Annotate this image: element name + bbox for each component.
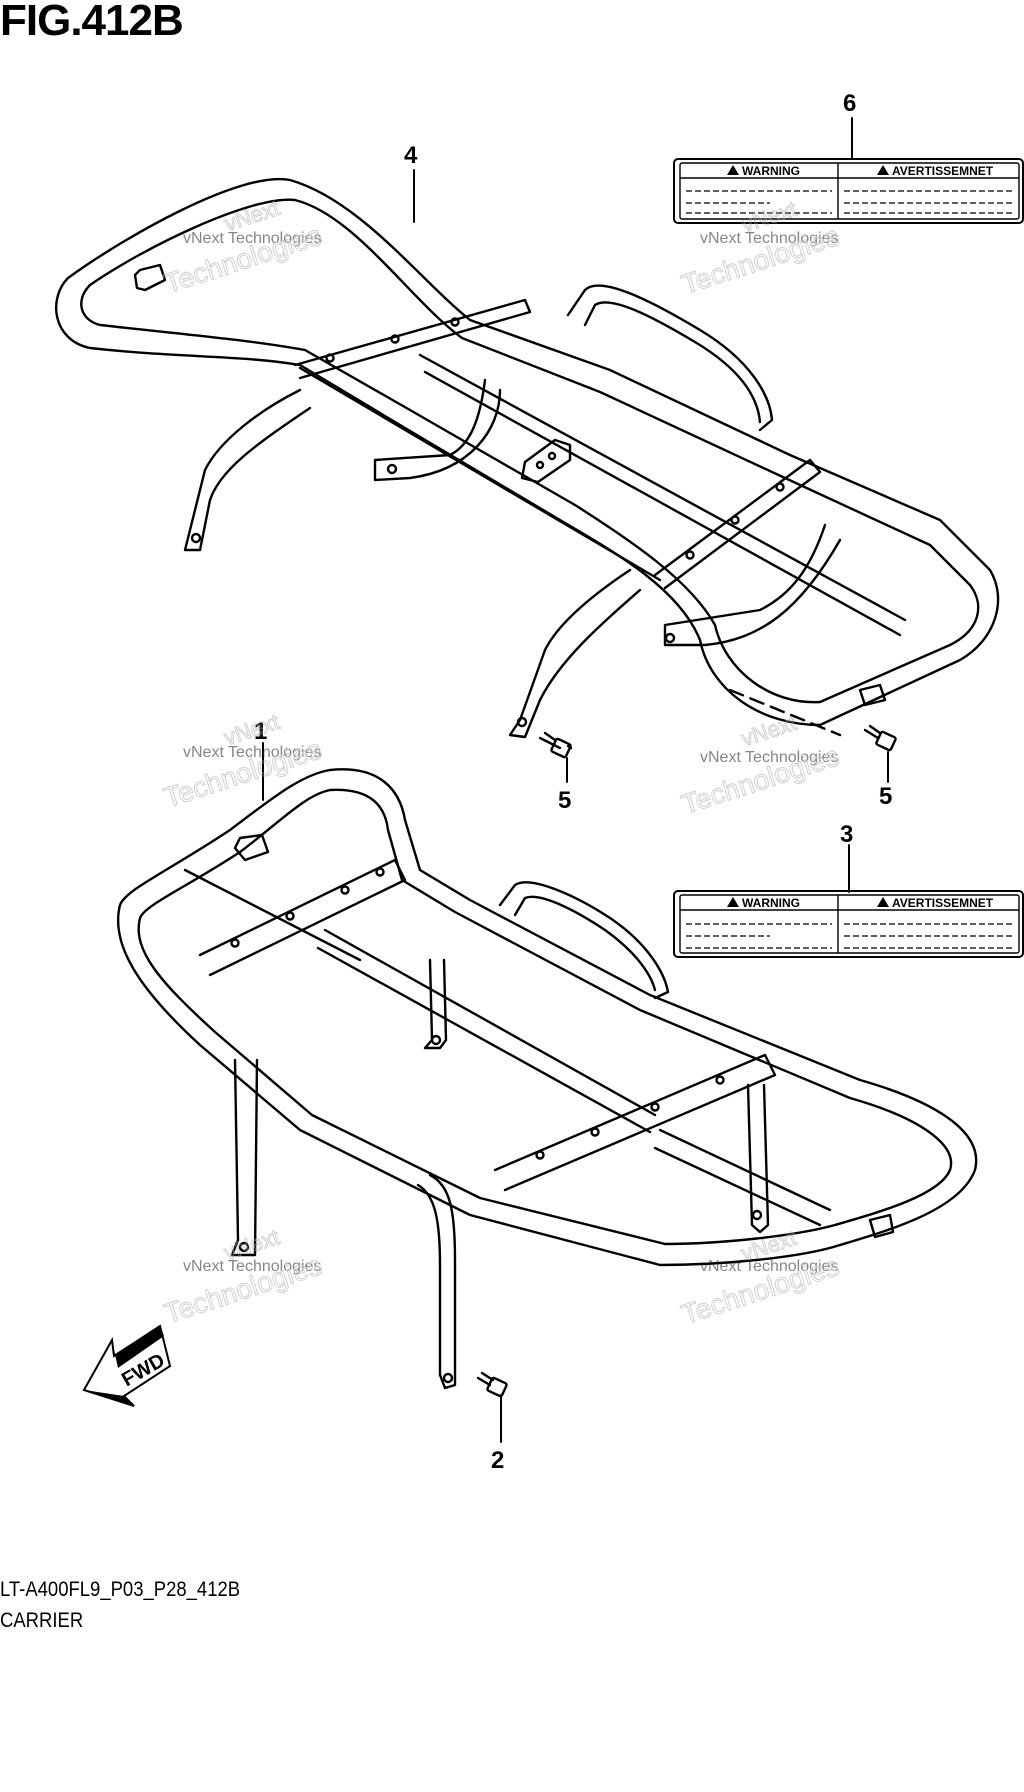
warning-text: WARNING (742, 896, 800, 910)
watermark: vNext vNext Technologies Technologies vN… (160, 195, 843, 1331)
callout-5: 5 (879, 783, 892, 810)
svg-text:vNext Technologies: vNext Technologies (183, 1258, 321, 1275)
warning-text: WARNING (742, 164, 800, 178)
bolt-icon (863, 724, 897, 752)
svg-text:vNext Technologies: vNext Technologies (700, 230, 838, 247)
figure-title: FIG.412B (0, 0, 184, 45)
diagram-code: LT-A400FL9_P03_P28_412B (0, 1578, 241, 1601)
callout-2: 2 (491, 1447, 504, 1474)
callout-3: 3 (840, 821, 853, 848)
warning-label-6 (673, 158, 1024, 224)
diagram-name: CARRIER (0, 1609, 84, 1632)
svg-text:vNext Technologies: vNext Technologies (183, 744, 321, 761)
callout-5: 5 (558, 787, 571, 814)
svg-text:vNext Technologies: vNext Technologies (700, 1258, 838, 1275)
bolt-icon (476, 1371, 508, 1398)
svg-text:vNext Technologies: vNext Technologies (700, 749, 838, 766)
avertissement-text: AVERTISSEMNET (892, 896, 994, 910)
front-carrier (116, 768, 978, 1390)
callout-6: 6 (843, 90, 856, 117)
rear-carrier (54, 177, 1000, 739)
svg-text:vNext Technologies: vNext Technologies (183, 230, 321, 247)
avertissement-text: AVERTISSEMNET (892, 164, 994, 178)
bolt-icon (538, 731, 573, 759)
warning-label-3 (673, 890, 1024, 958)
callout-4: 4 (404, 142, 418, 169)
forward-arrow-icon: FWD (82, 1324, 172, 1407)
callout-1: 1 (254, 718, 267, 745)
